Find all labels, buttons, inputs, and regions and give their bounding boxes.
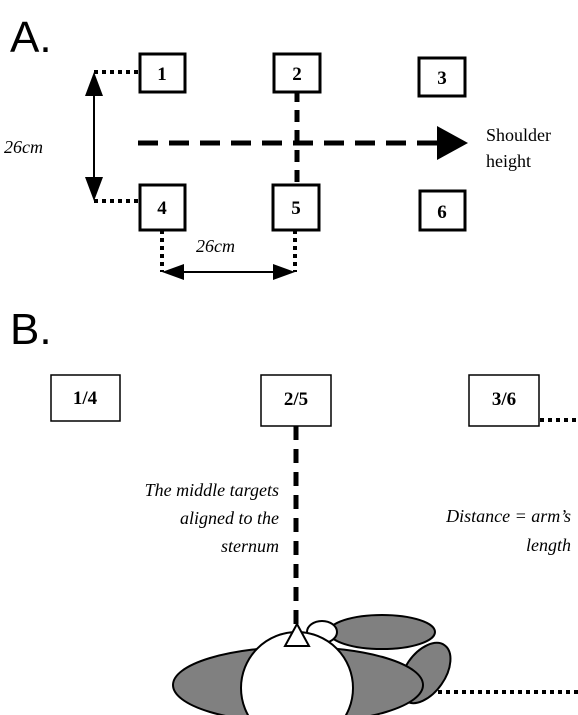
participant-top-view xyxy=(172,614,452,715)
middle-note-line2: aligned to the xyxy=(180,508,279,528)
target-5-label: 5 xyxy=(291,198,301,219)
target-2-5-label: 2/5 xyxy=(284,389,308,410)
target-1-label: 1 xyxy=(157,64,167,85)
upper-arm xyxy=(328,614,436,650)
target-3: 3 xyxy=(417,56,467,98)
target-5: 5 xyxy=(271,183,321,232)
distance-note-line1: Distance = arm’s xyxy=(445,506,571,526)
target-1-4: 1/4 xyxy=(50,374,121,422)
target-3-6: 3/6 xyxy=(468,374,540,427)
shoulder-arrow-head xyxy=(437,126,468,160)
horizontal-arrow-left xyxy=(162,264,184,280)
shoulder-label-line1: Shoulder xyxy=(486,125,551,145)
horizontal-arrow-right xyxy=(273,264,295,280)
panel-b-letter: B. xyxy=(10,305,52,354)
vertical-arrow-bottom xyxy=(85,177,103,201)
middle-note-line3: sternum xyxy=(221,536,279,556)
target-6: 6 xyxy=(418,189,467,232)
target-2-label: 2 xyxy=(292,64,302,85)
target-6-label: 6 xyxy=(437,202,447,223)
target-1: 1 xyxy=(138,52,187,94)
vertical-distance-label: 26cm xyxy=(4,137,43,157)
target-1-4-label: 1/4 xyxy=(73,388,98,409)
target-2-5: 2/5 xyxy=(260,374,332,427)
middle-note-line1: The middle targets xyxy=(145,480,279,500)
vertical-arrow-top xyxy=(85,72,103,96)
shoulder-label-line2: height xyxy=(486,151,531,171)
target-3-label: 3 xyxy=(437,68,447,89)
distance-note-line2: length xyxy=(526,535,571,555)
nose-marker xyxy=(283,621,311,647)
target-3-6-label: 3/6 xyxy=(492,389,516,410)
target-2: 2 xyxy=(272,52,322,94)
target-4: 4 xyxy=(138,183,187,232)
horizontal-distance-label: 26cm xyxy=(196,236,235,256)
target-4-label: 4 xyxy=(157,198,167,219)
panel-a-letter: A. xyxy=(10,13,52,62)
